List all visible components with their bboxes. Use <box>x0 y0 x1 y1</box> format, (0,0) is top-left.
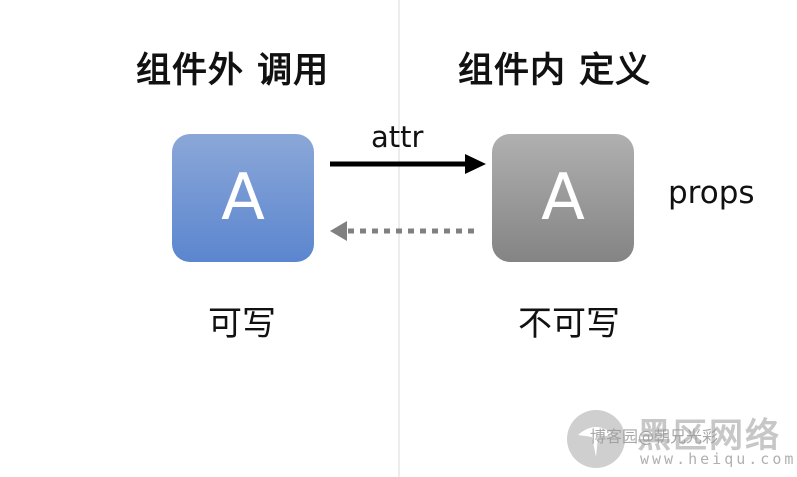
heading-inside-define: 组件内 定义 <box>458 51 652 91</box>
watermark-url: www.heiqu.com <box>640 450 797 468</box>
center-divider <box>398 0 400 477</box>
component-box-outside-label: A <box>221 161 265 235</box>
component-box-inside-label: A <box>541 161 585 235</box>
attr-label: attr <box>371 120 424 154</box>
heading-outside-call: 组件外 调用 <box>136 51 330 91</box>
watermark-title: 黑区网络 <box>637 416 781 456</box>
caption-not-writable: 不可写 <box>518 304 620 344</box>
component-box-outside: A <box>172 134 314 262</box>
caption-writable: 可写 <box>208 304 276 344</box>
watermark-blog-text: 博客园@朝兄光彩 <box>590 427 719 446</box>
watermark-logo-icon <box>567 410 625 468</box>
component-box-inside: A <box>492 134 634 262</box>
attr-arrow-head <box>465 154 486 174</box>
return-arrow-head <box>330 221 347 241</box>
props-label: props <box>668 175 755 211</box>
